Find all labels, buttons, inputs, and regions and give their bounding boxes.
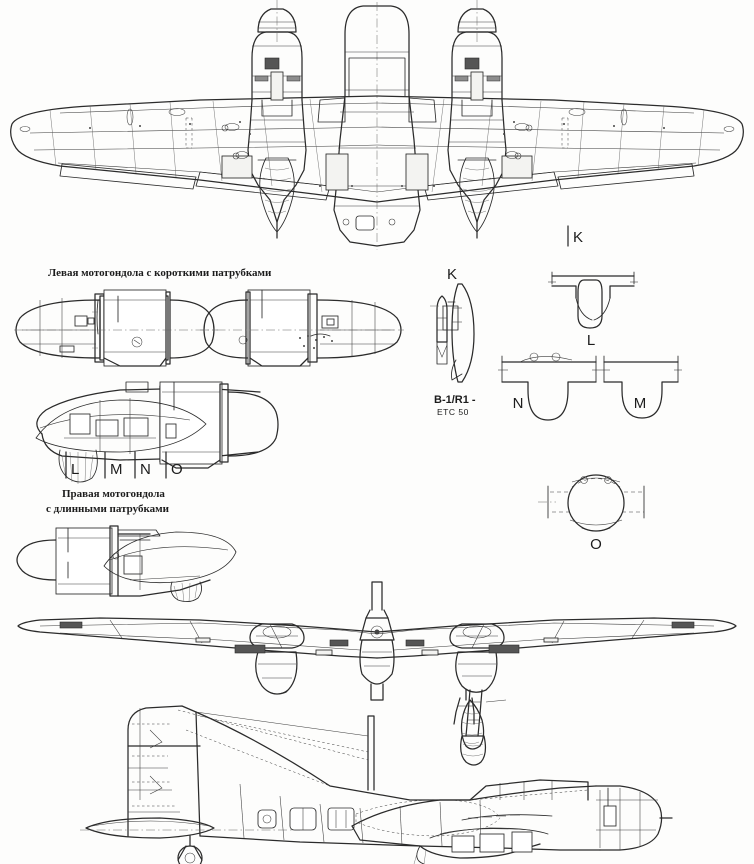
cross-section-o: O xyxy=(538,474,645,553)
cross-section-m-label: M xyxy=(634,395,647,412)
nacelle-short-right xyxy=(200,289,404,367)
section-marker-k-plan: K xyxy=(567,225,583,247)
section-marker-o-label: O xyxy=(171,461,183,478)
view-top-plan: K xyxy=(10,0,744,250)
caption-left-nacelle: Левая мотогондола с короткими патрубками xyxy=(48,267,272,279)
view-side-profile xyxy=(80,705,673,864)
detail-main-gear xyxy=(453,689,507,750)
view-nacelle-short-pair xyxy=(14,289,404,367)
section-marker-n-label: N xyxy=(140,461,151,478)
plan-nacelle-left xyxy=(221,0,307,239)
section-marker-m-label: M xyxy=(110,461,123,478)
cross-section-k: K B-1/R1 - ETC 50 xyxy=(430,266,476,417)
section-markers-lmno: L M N O xyxy=(65,451,183,479)
view-nacelle-plan: L M N O xyxy=(35,381,279,484)
view-nacelle-long xyxy=(16,525,237,603)
store-type: ETC 50 xyxy=(437,407,469,417)
cross-section-n-label: N xyxy=(513,395,524,412)
cross-section-m: M xyxy=(600,355,682,419)
store-designation: B-1/R1 - xyxy=(434,394,476,406)
caption-right-nacelle-line1: Правая мотогондола xyxy=(62,488,165,500)
cross-section-n: N xyxy=(498,352,600,421)
nacelle-short-left xyxy=(14,289,218,367)
plan-nacelle-right xyxy=(447,0,533,239)
section-marker-k-plan-label: K xyxy=(573,229,583,246)
view-front-elevation xyxy=(17,581,737,766)
cross-section-o-label: O xyxy=(590,536,602,553)
cross-section-l: L xyxy=(548,271,638,349)
caption-right-nacelle-line2: с длинными патрубками xyxy=(46,503,170,515)
section-marker-l-label: L xyxy=(71,461,79,478)
cross-section-l-label: L xyxy=(587,332,595,349)
cross-section-k-label: K xyxy=(447,266,457,283)
